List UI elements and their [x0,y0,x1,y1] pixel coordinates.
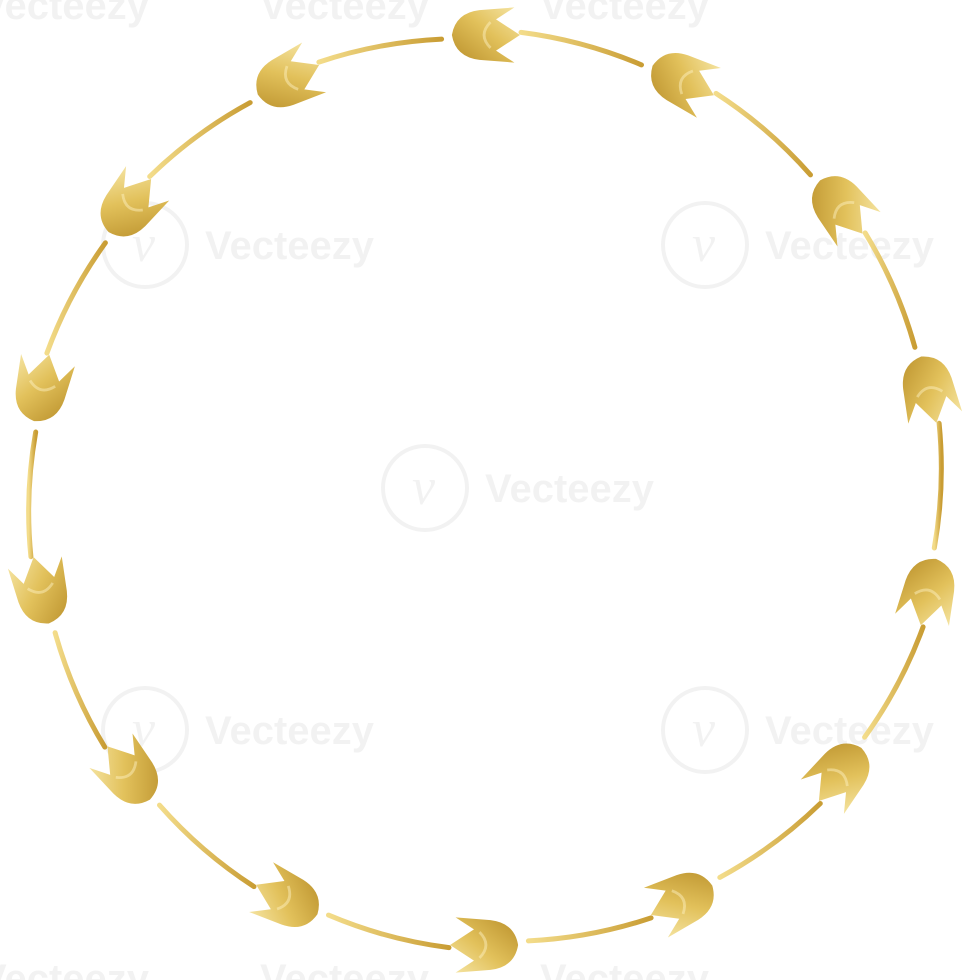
watermark-glyph: v [692,701,716,758]
tulip-flower-icon [892,348,965,431]
tulip-flower-icon [892,551,965,633]
tulip-flower-icon [639,39,728,122]
tulip-flower-icon [85,160,175,251]
watermark-logo: v Vecteezy [661,201,935,289]
watermark-emblem-icon [661,201,749,289]
tulip-stem [525,915,654,944]
watermark-text: Vecteezy [540,0,710,28]
tulip-flower-icon [448,916,520,974]
watermark-emblem-icon [661,686,749,774]
tulip-stem [316,36,445,65]
watermark-text: Vecteezy [260,0,430,28]
watermark-glyph: v [692,216,716,273]
tulip-flower-icon [5,347,78,429]
watermark-text: Vecteezy [260,957,430,980]
tulip-flower-icon [5,549,78,632]
tulip-stem [862,230,918,350]
tulip-flower-icon [244,38,333,121]
tulip-flower-icon [242,858,331,941]
watermark-logo: Vecteezy [260,957,430,980]
watermark-text: Vecteezy [765,224,935,268]
tulip-stem [326,912,452,951]
watermark-text: Vecteezy [485,467,655,511]
watermark-glyph: v [412,459,436,516]
tulip-wreath [5,6,965,974]
watermark-logo: Vecteezy [0,957,150,980]
tulip-stem [717,801,823,880]
watermark-logo: Vecteezy [540,957,710,980]
tulip-stem [931,420,944,551]
tulip-stem [862,624,926,740]
tulip-stem [147,100,253,179]
watermark-text: Vecteezy [205,709,375,753]
watermark-logo: Vecteezy [0,0,150,28]
watermark-text: Vecteezy [0,0,150,28]
watermark-logo: Vecteezy [260,0,430,28]
watermark-text: Vecteezy [205,224,375,268]
tulip-stem [157,802,257,890]
tulip-stem [52,630,108,750]
tulip-stem [44,240,108,356]
watermark-text: Vecteezy [0,957,150,980]
tulip-stem [713,90,813,178]
watermark-text: Vecteezy [540,957,710,980]
watermark-logo: v Vecteezy [381,444,655,532]
tulip-stem [26,429,39,560]
tulip-flower-icon [637,859,726,942]
tulip-stem [518,29,644,68]
watermark-emblem-icon [381,444,469,532]
tulip-flower-icon [450,6,522,64]
watermark-logo: Vecteezy [540,0,710,28]
